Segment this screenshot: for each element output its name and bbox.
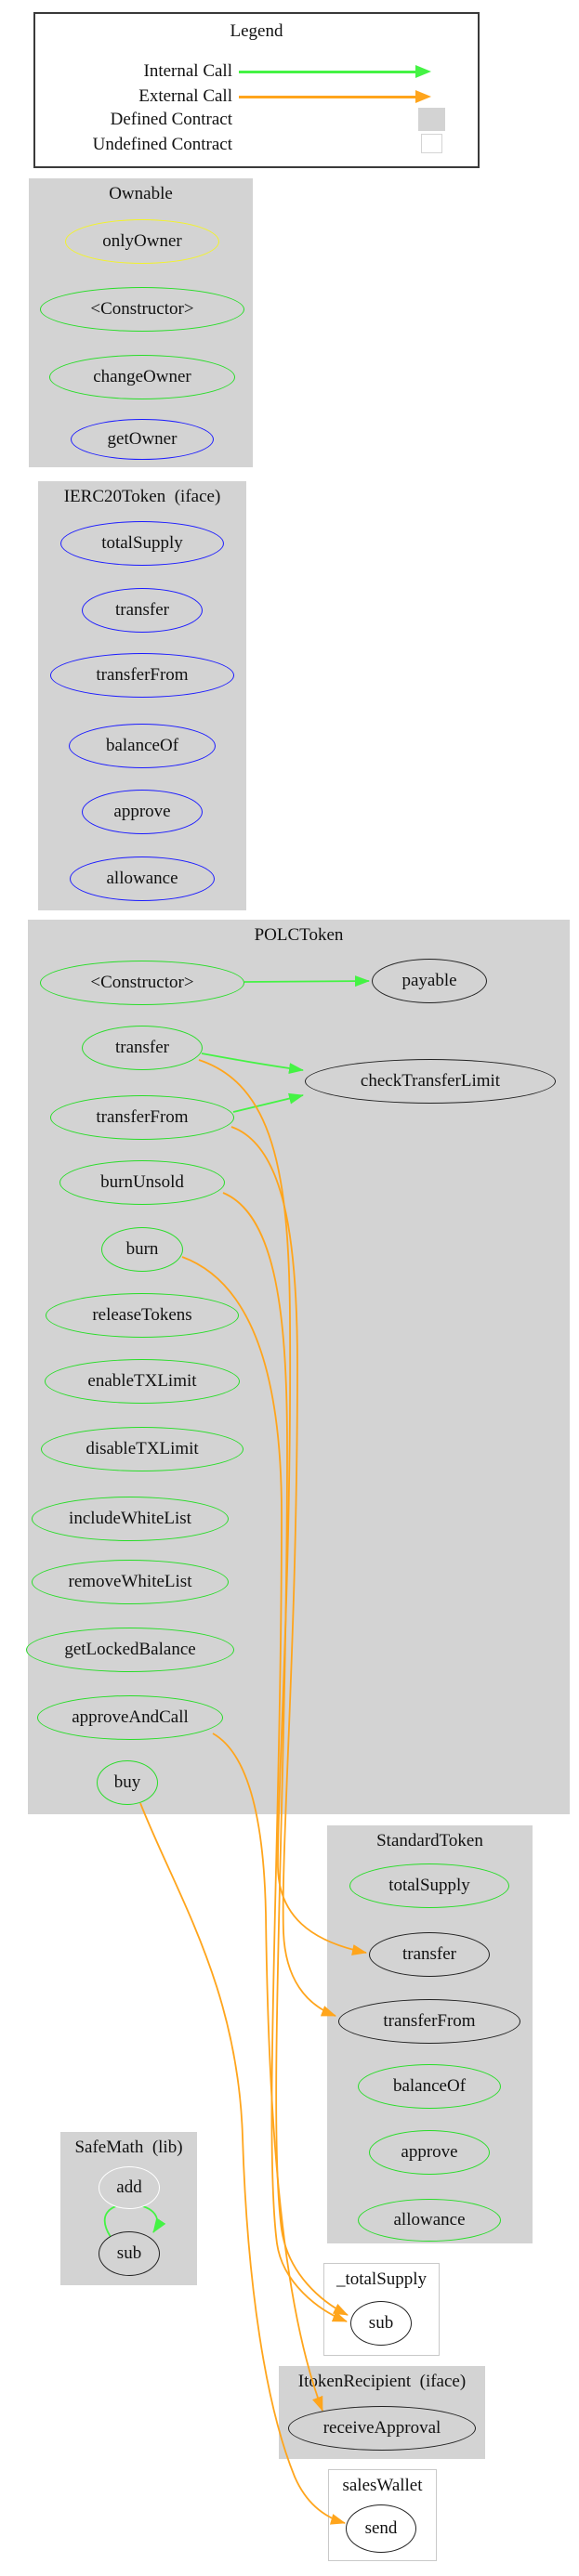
node-ierc20token-allowance: allowance	[70, 856, 215, 901]
node-ierc20token-transferfrom: transferFrom	[50, 653, 234, 698]
node-standardtoken-allowance: allowance	[358, 2199, 501, 2242]
node-standardtoken-approve: approve	[369, 2130, 490, 2175]
legend-row-defined-contract: Defined Contract	[35, 108, 478, 132]
external-call-arrow-icon	[239, 85, 432, 109]
node-polctoken-releasetokens: releaseTokens	[46, 1293, 239, 1338]
node-polctoken-burnunsold: burnUnsold	[59, 1160, 225, 1205]
node-saleswallet-send: send	[346, 2504, 416, 2553]
legend-label-internal-call: Internal Call	[143, 61, 233, 81]
cluster-title-standardtoken: StandardToken	[376, 1831, 483, 1850]
node-ierc20token-totalsupply: totalSupply	[60, 521, 224, 566]
node-polctoken-transferfrom: transferFrom	[50, 1095, 234, 1140]
node-polctoken-approveandcall: approveAndCall	[37, 1695, 223, 1740]
node-totalsupply-sub: sub	[350, 2301, 412, 2346]
node-polctoken-transfer: transfer	[82, 1026, 203, 1070]
node-polctoken-burn: burn	[101, 1227, 183, 1272]
legend-row-undefined-contract: Undefined Contract	[35, 133, 478, 157]
cluster-title-totalsupply: _totalSupply	[336, 2269, 428, 2289]
legend-row-internal-call: Internal Call	[35, 59, 478, 84]
cluster-title-ierc20token: IERC20Token (iface)	[63, 487, 221, 506]
node-polctoken-buy: buy	[97, 1760, 158, 1805]
undefined-contract-swatch	[421, 134, 442, 153]
node-polctoken-removewhitelist: removeWhiteList	[32, 1560, 229, 1604]
node-ownable-constructor: <Constructor>	[40, 287, 244, 332]
node-ierc20token-transfer: transfer	[82, 588, 203, 633]
node-standardtoken-transfer: transfer	[369, 1932, 490, 1977]
legend: Legend Internal Call External Call Defin…	[33, 12, 480, 168]
defined-contract-swatch	[418, 108, 445, 131]
node-polctoken-payable: payable	[372, 959, 487, 1003]
legend-label-external-call: External Call	[138, 86, 232, 106]
node-ownable-onlyowner: onlyOwner	[65, 219, 219, 264]
legend-title: Legend	[230, 21, 283, 41]
node-polctoken-getlockedbalance: getLockedBalance	[26, 1628, 234, 1672]
node-standardtoken-totalsupply: totalSupply	[349, 1863, 509, 1908]
node-polctoken-constructor: <Constructor>	[40, 961, 244, 1005]
node-standardtoken-transferfrom: transferFrom	[338, 1999, 520, 2044]
node-ierc20token-balanceof: balanceOf	[69, 724, 216, 768]
node-ownable-getowner: getOwner	[71, 419, 214, 460]
internal-call-arrow-icon	[239, 59, 432, 84]
legend-row-external-call: External Call	[35, 85, 478, 109]
node-polctoken-includewhitelist: includeWhiteList	[32, 1497, 229, 1541]
cluster-title-ownable: Ownable	[109, 184, 173, 203]
node-ierc20token-approve: approve	[82, 790, 203, 834]
node-polctoken-enabletxlimit: enableTXLimit	[45, 1359, 240, 1404]
node-polctoken-disabletxlimit: disableTXLimit	[41, 1427, 243, 1471]
cluster-title-polctoken: POLCToken	[254, 925, 344, 945]
cluster-title-saleswallet: salesWallet	[342, 2476, 423, 2495]
legend-label-defined-contract: Defined Contract	[110, 110, 232, 129]
node-safemath-add: add	[99, 2166, 160, 2209]
node-ownable-changeowner: changeOwner	[49, 355, 235, 399]
node-safemath-sub: sub	[99, 2231, 160, 2276]
node-itokenrecipient-receiveapproval: receiveApproval	[288, 2406, 476, 2451]
node-polctoken-checktransferlimit: checkTransferLimit	[305, 1059, 556, 1104]
node-standardtoken-balanceof: balanceOf	[358, 2064, 501, 2109]
legend-label-undefined-contract: Undefined Contract	[92, 135, 232, 154]
